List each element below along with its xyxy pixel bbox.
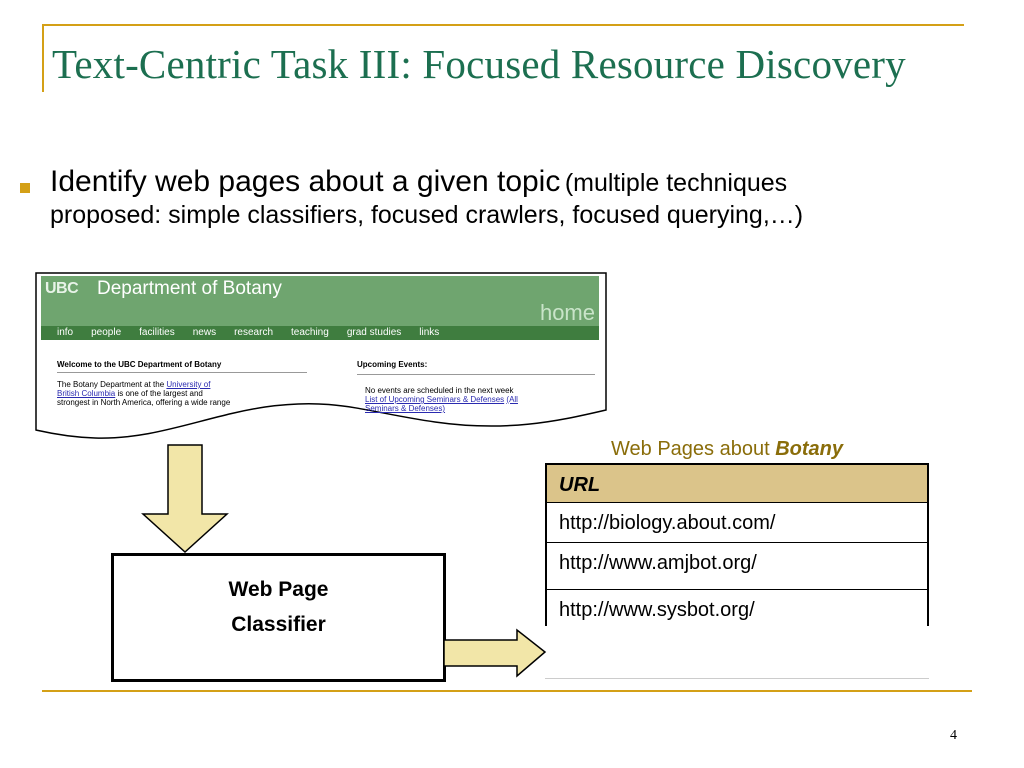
bullet-sub-text: (multiple techniques: [564, 169, 788, 197]
bullet-text: Identify web pages about a given topic (…: [50, 165, 1010, 230]
welcome-title: Welcome to the UBC Department of Botany: [57, 360, 222, 369]
bullet-square-icon: [20, 183, 30, 193]
webpage-nav-item[interactable]: research: [234, 327, 273, 338]
bullet-main-text: Identify web pages about a given topic: [50, 165, 561, 198]
webpage-nav-item[interactable]: facilities: [139, 327, 175, 338]
webpage-nav-item[interactable]: teaching: [291, 327, 329, 338]
webpage-nav-item[interactable]: grad studies: [346, 327, 402, 338]
url-table-header: URL: [545, 463, 929, 503]
events-link[interactable]: (All: [506, 395, 518, 404]
welcome-link[interactable]: British Columbia: [57, 389, 116, 398]
down-arrow-icon: [141, 444, 229, 554]
slide-title: Text-Centric Task III: Focused Resource …: [52, 41, 906, 87]
events-text-line: No events are scheduled in the next week: [365, 386, 514, 395]
table-bottom-rule: [545, 678, 929, 679]
welcome-link[interactable]: University of: [166, 380, 211, 389]
webpage-dept-title: Department of Botany: [97, 278, 282, 299]
url-table: URL http://biology.about.com/ http://www…: [545, 463, 929, 626]
webpage-screenshot: UBC Department of Botany home info peopl…: [35, 272, 607, 440]
page-number: 4: [950, 728, 957, 743]
webpage-nav-item[interactable]: news: [192, 327, 217, 338]
table-caption-prefix: Web Pages about: [611, 438, 770, 460]
classifier-label-line2: Classifier: [231, 613, 326, 636]
table-caption-topic: Botany: [775, 438, 843, 460]
events-title: Upcoming Events:: [357, 360, 428, 369]
table-row: http://www.sysbot.org/: [545, 590, 929, 626]
webpage-nav-item[interactable]: people: [91, 327, 122, 338]
table-row: http://biology.about.com/: [545, 503, 929, 543]
left-rule: [42, 24, 44, 92]
welcome-text: The Botany Department at the University …: [57, 380, 317, 407]
events-link[interactable]: List of Upcoming Seminars & Defenses: [365, 395, 505, 404]
ubc-logo: UBC: [45, 280, 79, 297]
webpage-nav-item[interactable]: info: [57, 327, 74, 338]
table-caption: Web Pages about Botany: [611, 438, 843, 461]
welcome-text-1: The Botany Department at the: [57, 380, 165, 389]
welcome-text-2: is one of the largest and: [117, 389, 203, 398]
events-divider: [357, 374, 595, 375]
webpage-nav-item[interactable]: links: [419, 327, 440, 338]
bullet-sub-text-line2: proposed: simple classifiers, focused cr…: [50, 201, 804, 229]
classifier-label-line1: Web Page: [228, 578, 329, 601]
table-row: http://www.amjbot.org/: [545, 543, 929, 590]
bottom-rule: [42, 690, 972, 692]
webpage-header: UBC Department of Botany home: [41, 276, 599, 326]
webpage-nav-bar: info people facilities news research tea…: [41, 326, 599, 340]
web-page-classifier-box: Web Page Classifier: [111, 553, 446, 682]
right-arrow-icon: [443, 628, 547, 678]
events-link[interactable]: Seminars & Defenses): [365, 404, 446, 413]
welcome-text-3: strongest in North America, offering a w…: [57, 398, 231, 407]
top-rule: [42, 24, 964, 26]
webpage-home-label: home: [539, 300, 595, 325]
events-text: No events are scheduled in the next week…: [365, 386, 595, 413]
welcome-divider: [57, 372, 307, 373]
